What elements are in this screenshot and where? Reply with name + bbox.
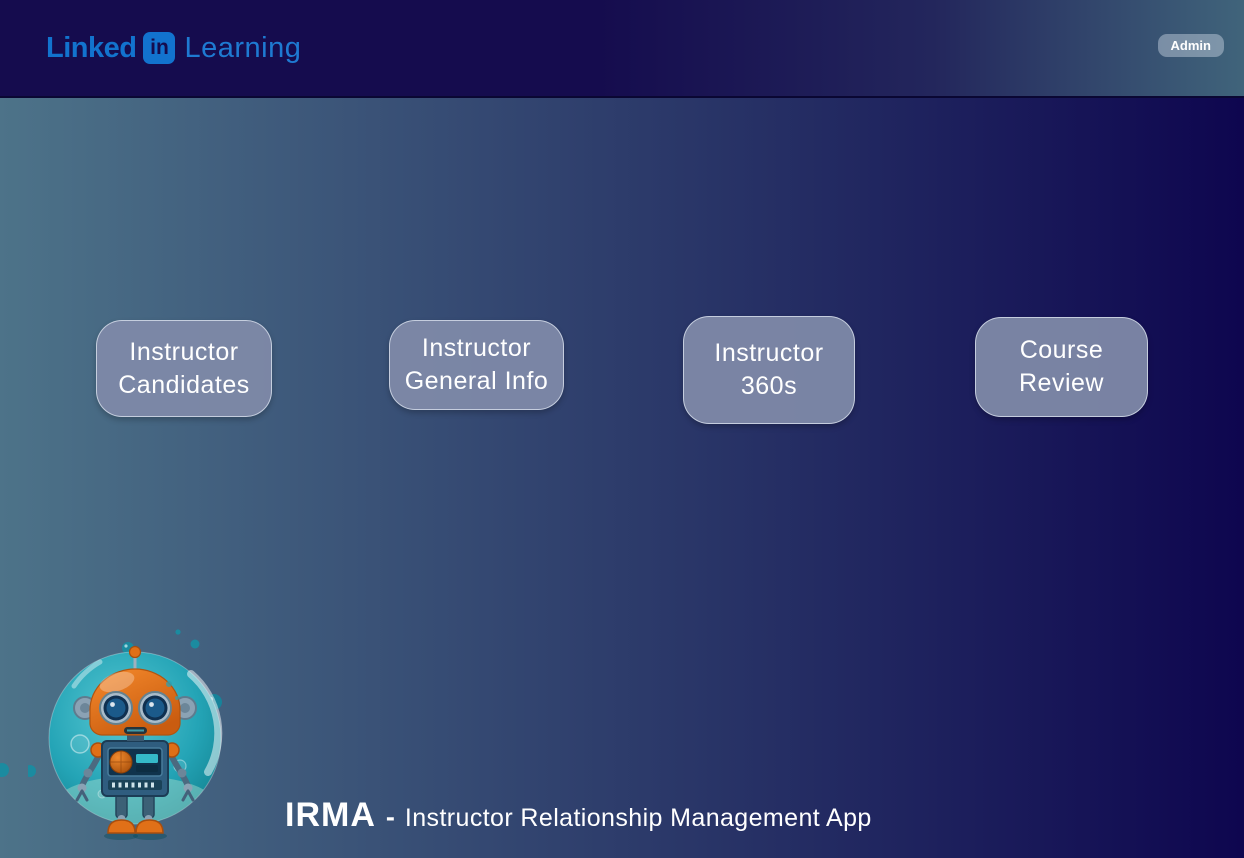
logo-word-learning: Learning: [184, 31, 302, 64]
app-tagline: Instructor Relationship Management App: [404, 804, 872, 832]
linkedin-icon: in: [143, 32, 176, 64]
nav-button-instructor-360s[interactable]: Instructor 360s: [683, 316, 855, 424]
nav-button-instructor-candidates[interactable]: Instructor Candidates: [96, 320, 272, 417]
app-caption: IRMA - Instructor Relationship Managemen…: [285, 796, 872, 835]
caption-separator: -: [385, 802, 395, 832]
stray-bubble-decoration: [0, 763, 9, 777]
logo-word-linked: Linked: [46, 31, 137, 64]
admin-badge[interactable]: Admin: [1157, 33, 1224, 57]
robot-mascot-illustration: [28, 629, 223, 840]
nav-button-course-review[interactable]: Course Review: [975, 317, 1148, 417]
linkedin-learning-logo[interactable]: Linked in Learning: [46, 32, 301, 65]
main-content: Instructor Candidates Instructor General…: [0, 98, 1244, 858]
header-bar: Linked in Learning Admin: [0, 0, 1244, 98]
nav-button-instructor-general-info[interactable]: Instructor General Info: [389, 320, 564, 410]
app-name: IRMA: [285, 796, 376, 834]
